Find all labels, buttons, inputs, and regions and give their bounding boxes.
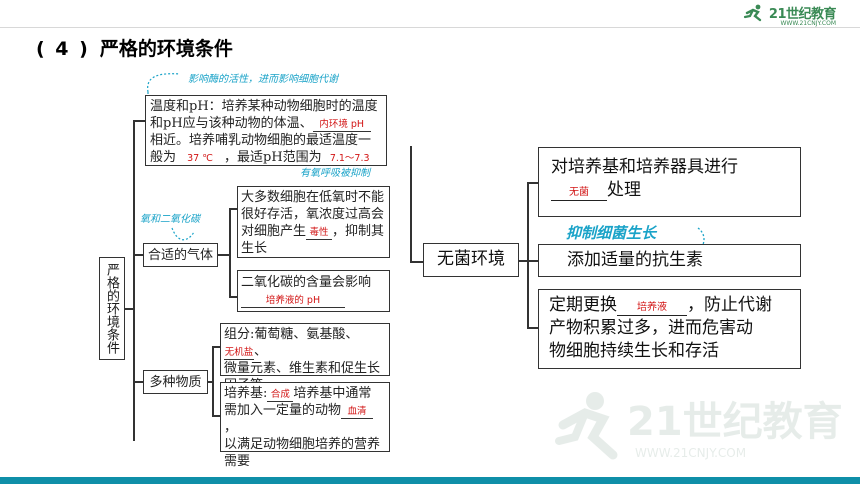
nutrients-spine [212, 346, 214, 416]
sterile-link-connector [410, 261, 424, 263]
svg-text:WWW.21CNJY.COM: WWW.21CNJY.COM [635, 446, 746, 460]
sterile-connector [519, 260, 528, 262]
medium-answer-serum: 血清 [341, 406, 374, 419]
co2-box: 二氧化碳的含量会影响 培养液的 pH [237, 270, 390, 312]
sterile-branch-item2 [527, 260, 539, 262]
branch-gas [133, 254, 143, 256]
site-logo: 21世纪教育 WWW.21CNJY.COM [743, 3, 837, 27]
temperature-answer-ph-range: 7.1～7.3 [321, 153, 378, 166]
branch-temp [133, 120, 146, 122]
temperature-box: 温度和pH：培养某种动物细胞时的温度 和pH应与该种动物的体温、内环境 pH 相… [145, 95, 387, 166]
slide-top-bar [0, 0, 860, 28]
medium-line1: 培养基:合成培养基中通常 [224, 386, 372, 402]
temperature-line1: 温度和pH：培养某种动物细胞时的温度 [150, 99, 378, 114]
composition-line1: 组分:葡萄糖、氨基酸、无机盐、 [224, 327, 359, 360]
sterile-item1-line1: 对培养基和培养器具进行 [551, 157, 738, 177]
sterile-spine [527, 182, 529, 328]
sterile-label: 无菌环境 [437, 249, 505, 269]
oxygen-line4: 生长 [241, 241, 268, 256]
nutrients-connector [208, 381, 213, 383]
svg-text:21世纪教育: 21世纪教育 [627, 399, 843, 445]
branch-nutrients [133, 381, 143, 383]
medium-line2: 需加入一定量的动物血清， [224, 402, 386, 436]
runner-logo-icon [743, 4, 762, 21]
sterile-item1-answer-sterile: 无菌 [551, 186, 607, 201]
sterile-item3-box: 定期更换培养液，防止代谢 产物积累过多，进而危害动 物细胞持续生长和存活 [538, 289, 801, 369]
sterile-branch-item1 [527, 182, 539, 184]
sterile-item3-line3: 物细胞持续生长和存活 [549, 341, 719, 361]
oxygen-box: 大多数细胞在低氧时不能 很好存活，氧浓度过高会 对细胞产生毒性，抑制其 生长 [237, 186, 390, 258]
co2-answer-medium-ph: 培养液的 pH [241, 295, 345, 308]
sterile-item3-line2: 产物积累过多，进而危害动 [549, 318, 753, 338]
gas-branch-oxygen [229, 208, 238, 210]
nutrients-branch-medium [212, 415, 221, 417]
gas-branch-co2 [229, 296, 238, 298]
co2-line1: 二氧化碳的含量会影响 [241, 275, 372, 290]
sterile-spine-link [410, 146, 412, 262]
composition-line2: 微量元素、维生素和促生长 [224, 361, 381, 376]
sterile-branch-item3 [527, 327, 539, 329]
gas-node: 合适的气体 [143, 243, 218, 267]
oxygen-line1: 大多数细胞在低氧时不能 [241, 190, 385, 205]
nutrients-label: 多种物质 [149, 375, 202, 390]
medium-box: 培养基:合成培养基中通常 需加入一定量的动物血清， 以满足动物细胞培养的营养 需… [220, 382, 390, 469]
medium-answer-synthetic: 合成 [267, 389, 294, 402]
root-connector [125, 308, 134, 310]
gas-connector [218, 254, 230, 256]
temperature-line3: 相近。培养哺乳动物细胞的最适温度一 [150, 133, 372, 148]
watermark-logo-icon: 21世纪教育 WWW.21CNJY.COM [555, 392, 843, 460]
gas-spine [229, 208, 231, 297]
temperature-answer-37c: 37 ℃ [176, 153, 225, 166]
slide-bottom-bar [0, 477, 860, 484]
temperature-answer-internal-env: 内环境 pH [312, 119, 371, 132]
oxygen-line2: 很好存活，氧浓度过高会 [241, 207, 385, 222]
sterile-item3-answer-medium: 培养液 [617, 301, 687, 316]
sterile-item2-box: 添加适量的抗生素 [538, 244, 801, 277]
temperature-line2: 和pH应与该种动物的体温、内环境 pH [150, 115, 382, 132]
logo-subtext: WWW.21CNJY.COM [780, 20, 836, 27]
sterile-item1-box: 对培养基和培养器具进行 无菌处理 [538, 147, 801, 217]
oxygen-line3: 对细胞产生毒性，抑制其 [241, 224, 385, 240]
gas-label: 合适的气体 [147, 248, 213, 263]
medium-line3: 以满足动物细胞培养的营养 [224, 437, 381, 452]
sterile-item1-line2: 无菌处理 [551, 179, 790, 202]
temperature-handnote: 影响酶的活性，进而影响细胞代谢 [188, 74, 338, 85]
root-spine [133, 120, 135, 441]
slide-top-divider [0, 27, 860, 28]
nutrients-branch-composition [212, 346, 221, 348]
page-title: ( 4 ) 严格的环境条件 [36, 34, 233, 61]
co2-line2: 培养液的 pH [241, 291, 386, 308]
composition-box: 组分:葡萄糖、氨基酸、无机盐、 微量元素、维生素和促生长 因子等 [220, 323, 390, 393]
root-node: 严格的环境条件 [99, 257, 125, 360]
sterile-handnote: 抑制细菌生长 [566, 224, 657, 242]
composition-answer-inorganic-salt: 无机盐 [224, 347, 254, 360]
root-label: 严格的环境条件 [104, 263, 119, 354]
oxygen-answer-toxicity: 毒性 [306, 227, 333, 240]
sterile-item2-line1: 添加适量的抗生素 [567, 250, 703, 270]
section-number: ( 4 ) [36, 38, 90, 60]
medium-line4: 需要 [224, 454, 251, 469]
nutrients-node: 多种物质 [143, 370, 208, 394]
sterile-node: 无菌环境 [423, 243, 519, 277]
logo-text: 21世纪教育 [768, 7, 837, 22]
gas-handnote-top: 有氧呼吸被抑制 [300, 168, 370, 179]
gas-handnote-left: 氧和二氧化碳 [140, 214, 200, 225]
section-title: 严格的环境条件 [99, 38, 233, 60]
gas-note-arc-icon [171, 227, 195, 241]
sterile-item3-line1: 定期更换培养液，防止代谢 [549, 295, 772, 316]
temperature-note-bracket-icon [147, 73, 181, 94]
